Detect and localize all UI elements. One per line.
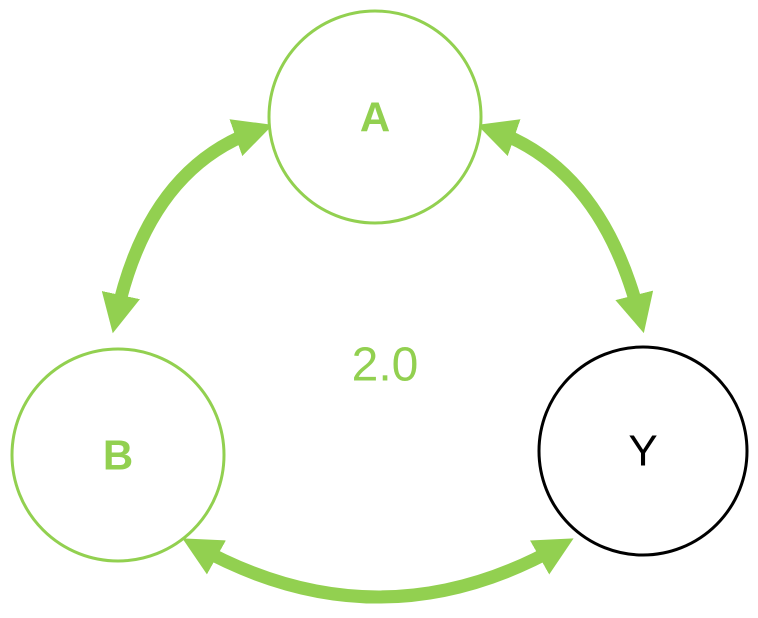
center-version-label: 2.0 (352, 339, 419, 392)
node-b-circle (10, 347, 226, 563)
node-a-label: A (360, 94, 390, 141)
node-y-label: Y (628, 427, 657, 476)
arrow-a-b (101, 119, 273, 334)
node-a-circle (267, 9, 483, 225)
arrow-b-y (182, 538, 574, 604)
arrow-a-y (477, 119, 654, 334)
node-b-label: B (103, 432, 133, 479)
node-y-circle (537, 345, 749, 557)
